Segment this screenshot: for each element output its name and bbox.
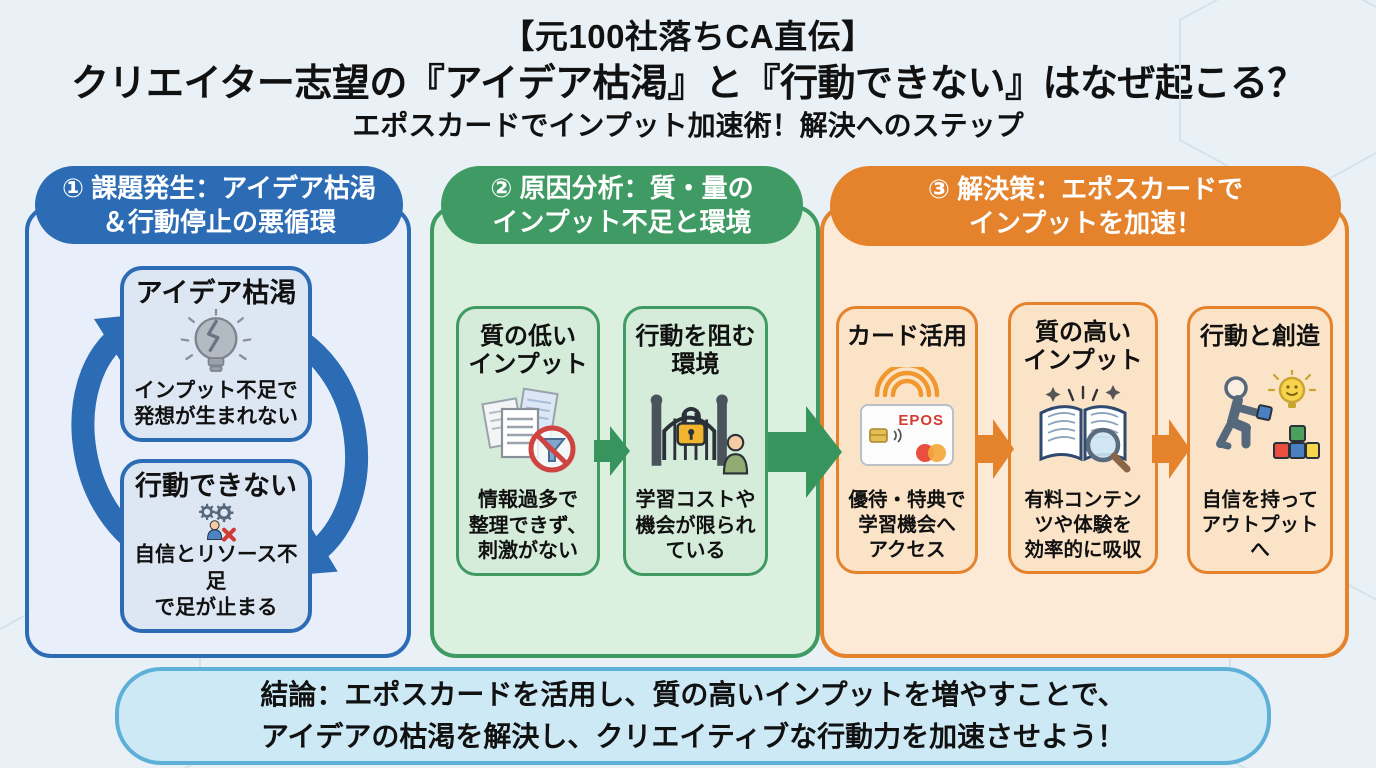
card-idea-depletion-title: アイデア枯渇 xyxy=(135,278,297,308)
card-low-quality-input: 質の低い インプット 情報過多で 整理できず、 刺激がない xyxy=(456,306,600,576)
card-epos-usage-desc: 優待・特典で 学習機会へ アクセス xyxy=(848,489,966,562)
card-quality-input-title: 質の高い インプット xyxy=(1023,319,1143,374)
card-cannot-act: 行動できない 自信とリソース不足 で足が止まる xyxy=(120,459,312,633)
card-action-creation-desc: 自信を持って アウトプットへ xyxy=(1201,489,1319,562)
card-idea-depletion: アイデア枯渇 インプット不足で 発想が生まれない xyxy=(120,266,312,442)
title-line-3: エポスカードでインプット加速術！解決へのステップ xyxy=(352,110,1024,141)
arrow-solution-step1-icon xyxy=(976,419,1014,479)
card-epos-usage: カード活用 EPOS 優待・特典で 学習機会へ アクセス xyxy=(836,306,978,574)
arrow-analysis-step-icon xyxy=(594,426,630,476)
card-idea-depletion-desc: インプット不足で 発想が生まれない xyxy=(134,378,298,428)
card-low-quality-input-desc: 情報過多で 整理できず、 刺激がない xyxy=(468,489,588,563)
card-blocking-environment: 行動を阻む 環境 学習コストや 機会が限られ ている xyxy=(623,306,768,576)
gears-person-x-icon xyxy=(199,503,236,542)
section-analysis-header: ② 原因分析：質・量の インプット不足と環境 xyxy=(441,166,803,244)
title-line-2: クリエイター志望の『アイデア枯渇』と『行動できない』はなぜ起こる？ xyxy=(70,63,1306,105)
section-solution-header: ③ 解決策：エポスカードで インプットを加速！ xyxy=(830,166,1341,246)
card-low-quality-input-title: 質の低い インプット xyxy=(468,323,588,378)
card-quality-input-desc: 有料コンテン ツや体験を 効率的に吸収 xyxy=(1024,489,1142,562)
epos-brand-label: EPOS xyxy=(898,412,944,429)
title-line-1: 【元100社落ちCA直伝】 xyxy=(501,18,875,55)
conclusion-banner: 結論：エポスカードを活用し、質の高いインプットを増やすことで、 アイデアの枯渇を… xyxy=(115,667,1271,765)
card-action-creation-title: 行動と創造 xyxy=(1200,323,1320,350)
card-cannot-act-title: 行動できない xyxy=(135,471,297,501)
epos-card-icon: EPOS xyxy=(860,367,954,467)
person-building-blocks-icon xyxy=(1216,370,1320,460)
book-magnifier-icon xyxy=(1039,385,1131,473)
arrow-to-solution-icon xyxy=(768,406,842,498)
card-quality-input: 質の高い インプット 有料コンテン ツや体験を 効率的に吸収 xyxy=(1008,302,1158,574)
card-blocking-environment-desc: 学習コストや 機会が限られ ている xyxy=(635,489,756,563)
section-problem-header: ① 課題発生：アイデア枯渇 ＆行動停止の悪循環 xyxy=(35,166,403,244)
card-epos-usage-title: カード活用 xyxy=(847,323,967,350)
locked-gate-icon xyxy=(650,394,748,475)
broken-lightbulb-icon xyxy=(180,309,252,372)
papers-no-filter-icon xyxy=(481,387,576,473)
card-action-creation: 行動と創造 自信を持って アウト xyxy=(1187,306,1333,574)
card-blocking-environment-title: 行動を阻む 環境 xyxy=(635,323,756,378)
arrow-solution-step2-icon xyxy=(1152,419,1190,479)
card-cannot-act-desc: 自信とリソース不足 で足が止まる xyxy=(134,543,298,619)
